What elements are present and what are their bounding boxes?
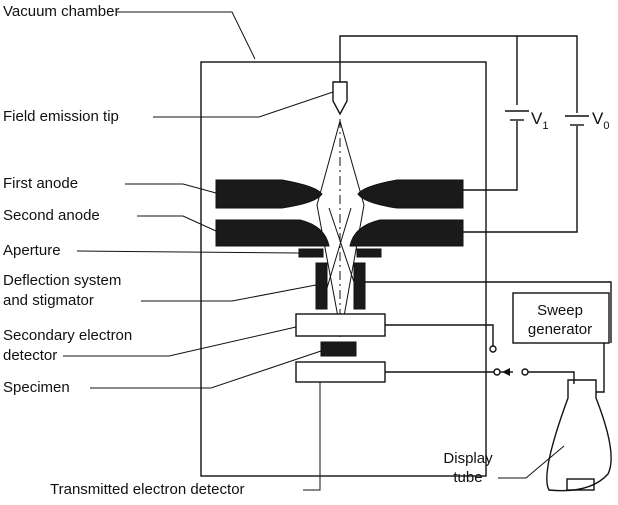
deflection-plate-right <box>353 262 366 310</box>
leader-deflection <box>141 284 317 302</box>
deflection-label-line1: Deflection system <box>3 272 121 289</box>
specimen-label: Specimen <box>3 379 70 396</box>
display-tube-label-line1: Display <box>443 450 493 467</box>
sweep-wire-display <box>596 343 605 393</box>
vacuum-chamber-wall <box>200 61 487 477</box>
deflection-plate-left <box>315 262 328 310</box>
supply-wire-first-anode <box>463 121 518 191</box>
first-anode-label: First anode <box>3 175 78 192</box>
transmitted-detector-label: Transmitted electron detector <box>50 481 245 498</box>
aperture-left <box>298 248 324 258</box>
display-screen <box>566 478 595 491</box>
leader-second-anode <box>137 215 217 232</box>
deflection-label-line2: and stigmator <box>3 292 94 309</box>
first-anode-right <box>357 179 464 209</box>
secondary-electron-detector <box>295 313 386 337</box>
sweep-generator-label-line2: generator <box>528 321 592 338</box>
switch-contact-secondary <box>489 345 497 353</box>
leader-specimen <box>90 350 322 389</box>
leader-display-tube <box>498 445 565 479</box>
field-emission-tip-label: Field emission tip <box>3 108 119 125</box>
secondary-detector-wire <box>385 324 494 346</box>
aperture-right <box>356 248 382 258</box>
v0-label: V0 <box>592 109 609 132</box>
leader-secondary-detector <box>63 326 297 357</box>
leader-aperture <box>76 250 300 254</box>
secondary-detector-label-line2: detector <box>3 347 57 364</box>
sweep-wire-deflection <box>365 281 612 343</box>
field-emission-tip <box>332 81 348 116</box>
leader-transmitted-detector <box>303 382 321 491</box>
specimen <box>320 341 357 357</box>
leader-field-emission-tip <box>153 91 334 118</box>
v1-label: V1 <box>531 109 548 132</box>
switch-contact-output <box>521 368 529 376</box>
transmitted-electron-detector <box>295 361 386 383</box>
second-anode-right <box>349 219 464 247</box>
beam-crossover-lines <box>326 207 357 289</box>
display-tube-label-line2: tube <box>453 469 482 486</box>
leader-first-anode <box>125 183 217 194</box>
supply-wire-tip <box>339 35 578 113</box>
switch-arrow <box>502 368 510 376</box>
secondary-detector-label-line1: Secondary electron <box>3 327 132 344</box>
second-anode-label: Second anode <box>3 207 100 224</box>
leader-vacuum-chamber <box>117 11 256 60</box>
vacuum-chamber-label: Vacuum chamber <box>3 3 119 20</box>
supply-wire-second-anode <box>463 126 578 233</box>
sweep-generator-box <box>512 292 610 344</box>
aperture-label: Aperture <box>3 242 61 259</box>
display-tube <box>546 379 612 492</box>
second-anode-left <box>215 219 330 247</box>
sweep-generator-label-line1: Sweep <box>537 302 583 319</box>
display-signal-wire <box>528 371 575 384</box>
switch-contact-transmitted <box>493 368 501 376</box>
first-anode-left <box>215 179 323 209</box>
